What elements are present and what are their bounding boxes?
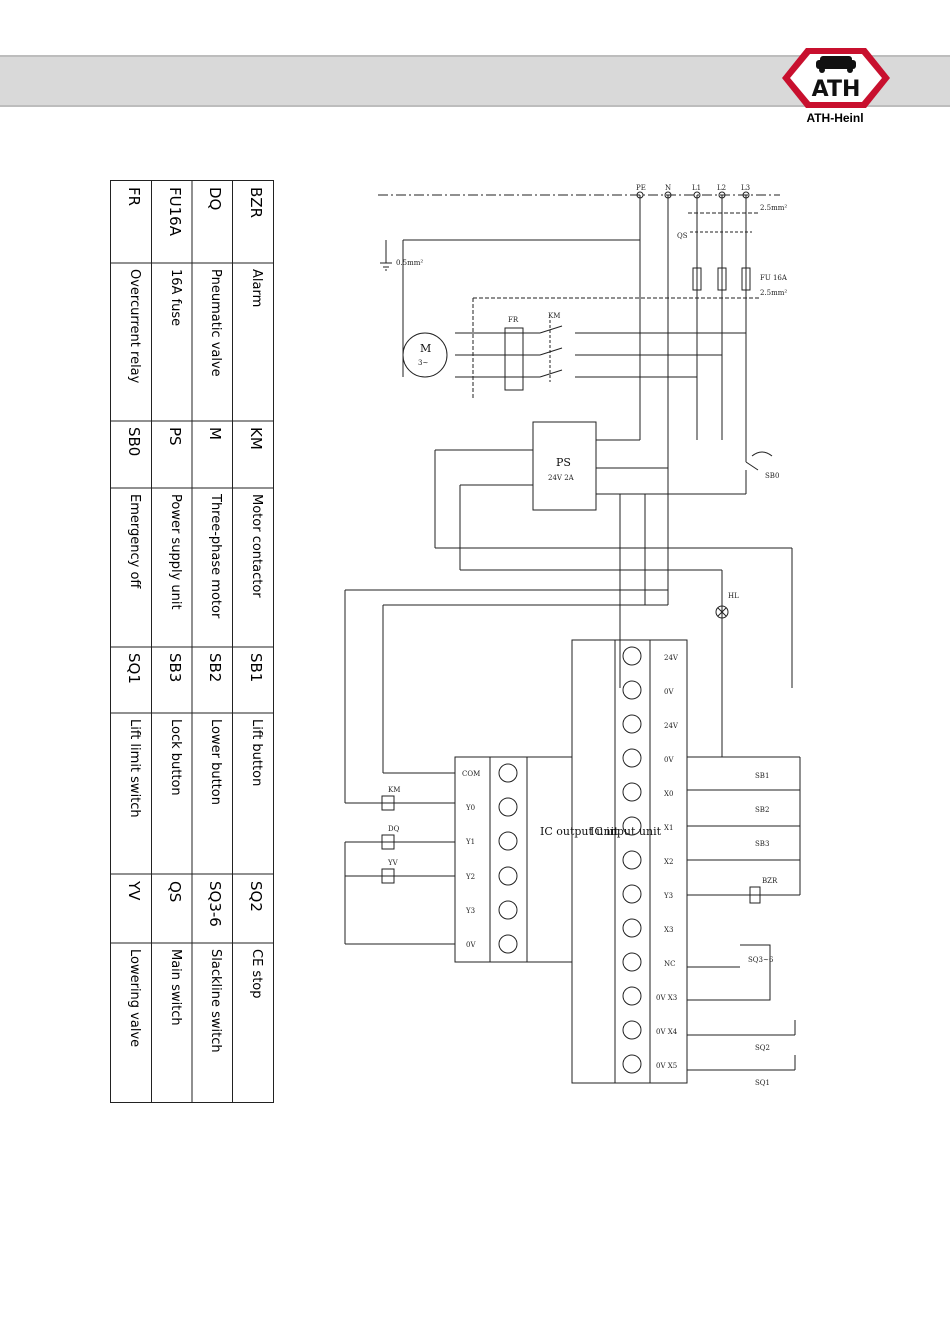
svg-text:Y3: Y3 [663, 892, 673, 900]
sb0-label: SB0 [765, 472, 779, 480]
svg-text:X3: X3 [664, 926, 673, 934]
legend-table: BZR Alarm KM Motor contactor SB1 Lift bu… [110, 180, 274, 1103]
svg-text:X0: X0 [664, 790, 673, 798]
cable-label: 2.5mm² [760, 289, 787, 297]
svg-text:X1: X1 [664, 824, 673, 832]
svg-text:SB2: SB2 [755, 806, 769, 814]
line-label: L2 [717, 184, 726, 192]
logo-text: ATH [812, 77, 861, 102]
line-label: N [665, 184, 671, 192]
svg-text:0V X5: 0V X5 [656, 1062, 677, 1070]
qs-label: QS [677, 232, 688, 240]
ps-title: PS [556, 456, 571, 469]
brand-name: ATH-Heinl [806, 111, 864, 125]
ath-logo: ATH [782, 48, 890, 108]
line-label: PE [636, 184, 646, 192]
cable-label: 2.5mm² [760, 204, 787, 212]
motor-label: M [420, 342, 431, 355]
svg-text:0V X4: 0V X4 [656, 1028, 678, 1036]
km-label: KM [548, 312, 560, 320]
ps-spec: 24V 2A [548, 474, 575, 482]
svg-text:0V: 0V [664, 688, 674, 696]
svg-text:0V: 0V [664, 756, 674, 764]
line-label: L3 [741, 184, 750, 192]
svg-text:Y0: Y0 [465, 804, 475, 812]
fu-label: FU 16A [760, 274, 788, 282]
svg-text:Y3: Y3 [465, 907, 475, 915]
svg-text:DQ: DQ [388, 825, 400, 833]
svg-text:Y2: Y2 [465, 873, 475, 881]
cable-label: 0.5mm² [396, 259, 423, 267]
svg-text:SQ1: SQ1 [755, 1079, 770, 1087]
hl-label: HL [728, 592, 739, 600]
svg-text:24V: 24V [664, 722, 679, 730]
svg-text:NC: NC [664, 960, 675, 968]
svg-text:0V X3: 0V X3 [656, 994, 677, 1002]
motor-sub: 3~ [418, 359, 428, 367]
line-label: L1 [692, 184, 701, 192]
svg-text:0V: 0V [466, 941, 476, 949]
svg-text:24V: 24V [664, 654, 679, 662]
svg-text:Y1: Y1 [465, 838, 475, 846]
svg-text:YV: YV [387, 859, 399, 867]
input-unit-label: IC input unit [590, 825, 662, 838]
svg-text:SQ2: SQ2 [755, 1044, 770, 1052]
svg-text:X2: X2 [664, 858, 673, 866]
svg-text:SB1: SB1 [755, 772, 769, 780]
svg-text:SQ3~6: SQ3~6 [748, 956, 774, 964]
output-unit-label: IC output unit [540, 825, 619, 838]
svg-text:COM: COM [462, 770, 480, 778]
fr-label: FR [508, 316, 519, 324]
svg-text:KM: KM [388, 786, 400, 794]
svg-text:BZR: BZR [762, 877, 778, 885]
svg-text:SB3: SB3 [755, 840, 769, 848]
